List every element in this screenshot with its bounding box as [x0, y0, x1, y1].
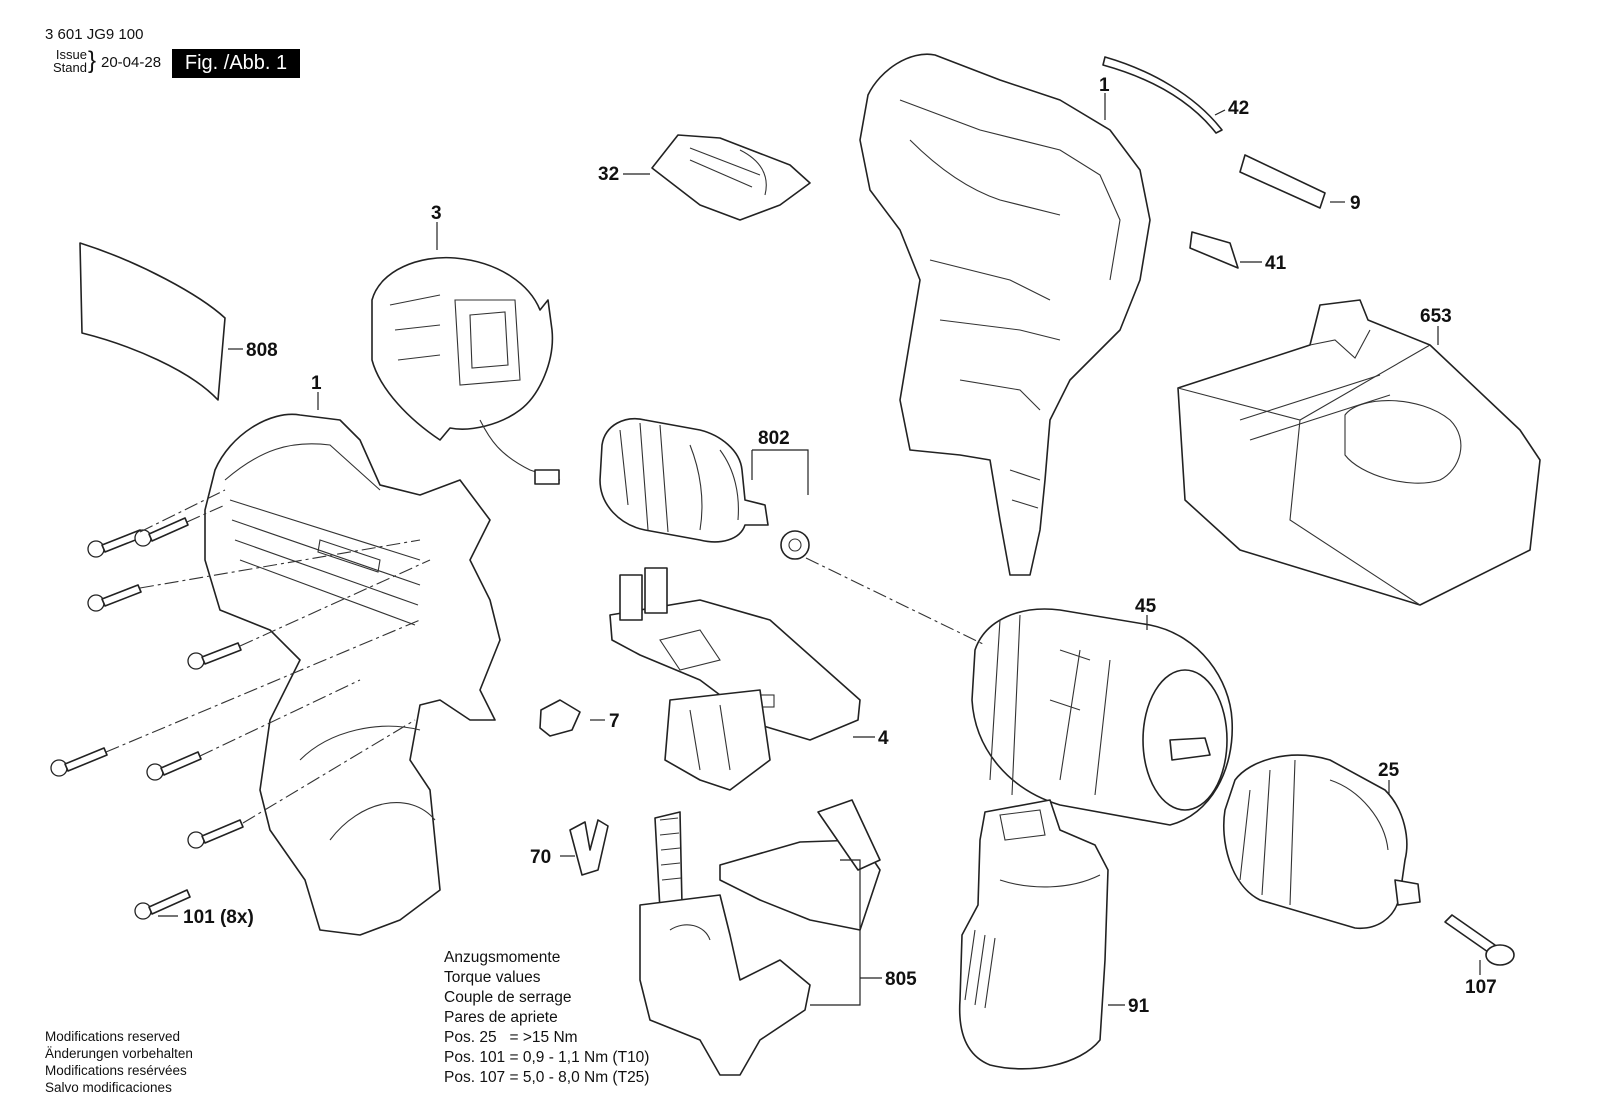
torque-heading-fr: Couple de serrage: [444, 989, 572, 1006]
callout-25: 25: [1378, 760, 1400, 781]
issue-date: 20-04-28: [101, 54, 162, 71]
part-91-battery: [958, 799, 1109, 1070]
brace: }: [88, 47, 97, 74]
screw-101-5: [50, 747, 108, 777]
leader-lines: [158, 93, 1481, 1006]
part-7-clip: [539, 699, 581, 737]
callout-1-left: 1: [311, 373, 322, 394]
part-41-label: [1189, 231, 1239, 269]
part-45-gearbox: [971, 608, 1233, 826]
mods-en: Modifications reserved: [45, 1029, 181, 1044]
callout-3: 3: [431, 203, 442, 224]
screw-101-6: [146, 751, 202, 781]
torque-pos-107: Pos. 107 = 5,0 - 8,0 Nm (T25): [444, 1069, 650, 1086]
part-107-screw: [1444, 914, 1515, 966]
issue-text: Issue: [55, 47, 87, 62]
part-42-label-strip: [1102, 56, 1223, 134]
callout-7: 7: [609, 711, 620, 732]
issue-label: Issue Stand: [45, 48, 87, 74]
screw-101-3: [87, 584, 142, 612]
part-808-label-sheet: [79, 242, 226, 401]
callout-70: 70: [530, 847, 551, 868]
part-101-screws: [50, 517, 244, 920]
mods-es: Salvo modificaciones: [45, 1080, 172, 1095]
screw-101-2: [134, 517, 189, 547]
callout-802: 802: [758, 428, 790, 449]
callout-4: 4: [878, 728, 889, 749]
torque-values-block: Anzugsmomente Torque values Couple de se…: [444, 948, 649, 1088]
part-1-housing-right: [859, 53, 1151, 576]
part-9-label: [1239, 154, 1326, 209]
assembly-lines: [105, 489, 986, 824]
screw-101-4: [187, 642, 242, 670]
callout-808: 808: [246, 340, 278, 361]
callout-91: 91: [1128, 996, 1150, 1017]
stand-text: Stand: [53, 60, 87, 75]
callout-653: 653: [1420, 306, 1452, 327]
callout-41: 41: [1265, 253, 1287, 274]
part-32-switch-cover: [651, 134, 811, 221]
part-653-charger: [1177, 299, 1541, 606]
part-70-spring-clip: [569, 819, 609, 876]
part-802-armature: [599, 418, 810, 560]
callout-32: 32: [598, 164, 619, 185]
torque-heading-de: Anzugsmomente: [444, 949, 561, 966]
screw-101-1: [87, 529, 144, 558]
part-25-chuck: [1222, 754, 1421, 930]
part-3-stator: [371, 256, 561, 485]
mods-de: Änderungen vorbehalten: [45, 1046, 193, 1061]
torque-pos-101: Pos. 101 = 0,9 - 1,1 Nm (T10): [444, 1049, 650, 1066]
callout-1-right: 1: [1099, 75, 1110, 96]
screw-101-8: [134, 889, 191, 920]
callout-107: 107: [1465, 977, 1497, 998]
callout-42: 42: [1228, 98, 1249, 119]
torque-pos-25: Pos. 25 = >15 Nm: [444, 1029, 578, 1046]
modifications-note: Modifications reserved Änderungen vorbeh…: [45, 1028, 193, 1096]
callout-805: 805: [885, 969, 917, 990]
part-4-electronics-board: [609, 567, 861, 791]
torque-heading-en: Torque values: [444, 969, 541, 986]
doc-number: 3 601 JG9 100: [45, 26, 144, 43]
part-1-housing-left: [204, 413, 501, 936]
part-805-switch: [639, 799, 881, 1076]
callout-101: 101 (8x): [183, 907, 254, 928]
figure-label: Fig. /Abb. 1: [172, 49, 300, 78]
callout-9: 9: [1350, 193, 1361, 214]
screw-101-7: [187, 819, 244, 849]
torque-heading-es: Pares de apriete: [444, 1009, 558, 1026]
callout-45: 45: [1135, 596, 1157, 617]
mods-fr: Modifications resérvées: [45, 1063, 187, 1078]
